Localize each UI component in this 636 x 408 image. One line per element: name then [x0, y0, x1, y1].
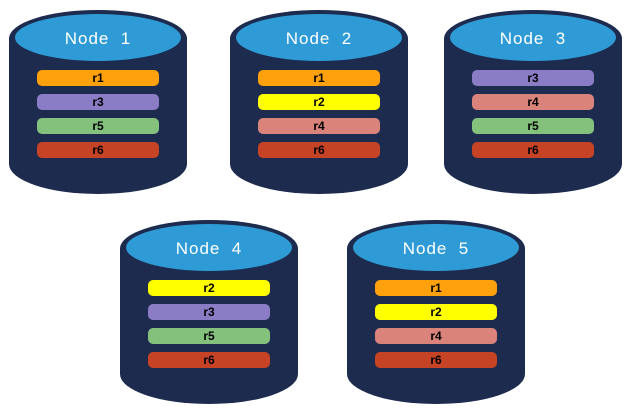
- replica-bar-r2: r2: [148, 280, 270, 296]
- replica-bar-r3: r3: [37, 94, 159, 110]
- cylinder-top-face: [353, 224, 519, 271]
- cylinder-top-rim: [230, 10, 408, 67]
- replica-bar-r5: r5: [37, 118, 159, 134]
- node-cylinder-5: Node 5 r1 r2 r4 r6: [347, 220, 525, 404]
- node-label: Node 1: [64, 28, 132, 48]
- replica-bar-r6: r6: [148, 352, 270, 368]
- cylinder-top-rim: [444, 10, 622, 67]
- cylinder-top-face: [15, 14, 181, 61]
- replica-bar-r3: r3: [148, 304, 270, 320]
- node-cylinder-3: Node 3 r3 r4 r5 r6: [444, 10, 622, 194]
- replica-list: r1 r2 r4 r6: [230, 70, 408, 158]
- node-label: Node 5: [402, 238, 470, 258]
- cylinder-top-rim: [9, 10, 187, 67]
- node-cylinder-4: Node 4 r2 r3 r5 r6: [120, 220, 298, 404]
- node-label: Node 4: [175, 238, 243, 258]
- replica-bar-r1: r1: [375, 280, 497, 296]
- replica-bar-r4: r4: [258, 118, 380, 134]
- replica-bar-r5: r5: [472, 118, 594, 134]
- cylinder-top-rim: [120, 220, 298, 277]
- replica-list: r3 r4 r5 r6: [444, 70, 622, 158]
- replica-bar-r2: r2: [258, 94, 380, 110]
- replica-bar-r4: r4: [375, 328, 497, 344]
- replica-list: r2 r3 r5 r6: [120, 280, 298, 368]
- node-label: Node 3: [499, 28, 567, 48]
- replica-list: r1 r3 r5 r6: [9, 70, 187, 158]
- node-cylinder-2: Node 2 r1 r2 r4 r6: [230, 10, 408, 194]
- replica-list: r1 r2 r4 r6: [347, 280, 525, 368]
- replica-bar-r3: r3: [472, 70, 594, 86]
- cylinder-top-rim: [347, 220, 525, 277]
- replica-bar-r6: r6: [258, 142, 380, 158]
- cylinder-top-face: [126, 224, 292, 271]
- replica-bar-r6: r6: [37, 142, 159, 158]
- replica-bar-r1: r1: [37, 70, 159, 86]
- replica-bar-r2: r2: [375, 304, 497, 320]
- replica-bar-r5: r5: [148, 328, 270, 344]
- cylinder-top-face: [236, 14, 402, 61]
- replica-bar-r6: r6: [375, 352, 497, 368]
- node-label: Node 2: [285, 28, 353, 48]
- replica-bar-r4: r4: [472, 94, 594, 110]
- cylinder-top-face: [450, 14, 616, 61]
- replica-bar-r1: r1: [258, 70, 380, 86]
- node-cylinder-1: Node 1 r1 r3 r5 r6: [9, 10, 187, 194]
- replica-bar-r6: r6: [472, 142, 594, 158]
